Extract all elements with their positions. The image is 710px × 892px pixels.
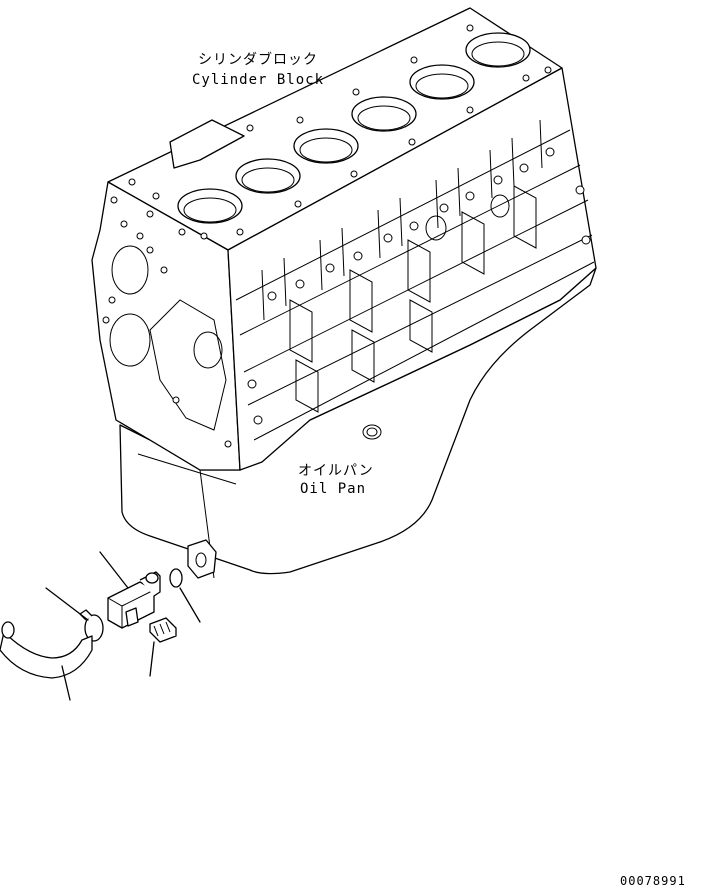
o-ring [169,568,183,588]
drain-plug [149,617,177,643]
oil-pan [119,267,597,579]
oil-pan-label-en: Oil Pan [300,481,367,497]
drain-valve [107,571,161,629]
drawing-number: 00078991 [620,874,686,888]
leader-lines [45,551,201,701]
cylinder-block-label-jp: シリンダブロック [198,52,318,68]
cylinder-block [91,7,597,471]
drain-parts [0,551,201,701]
cylinder-block-label-en: Cylinder Block [192,72,325,88]
drain-hose [0,621,93,679]
oil-pan-label-jp: オイルパン [298,463,374,479]
